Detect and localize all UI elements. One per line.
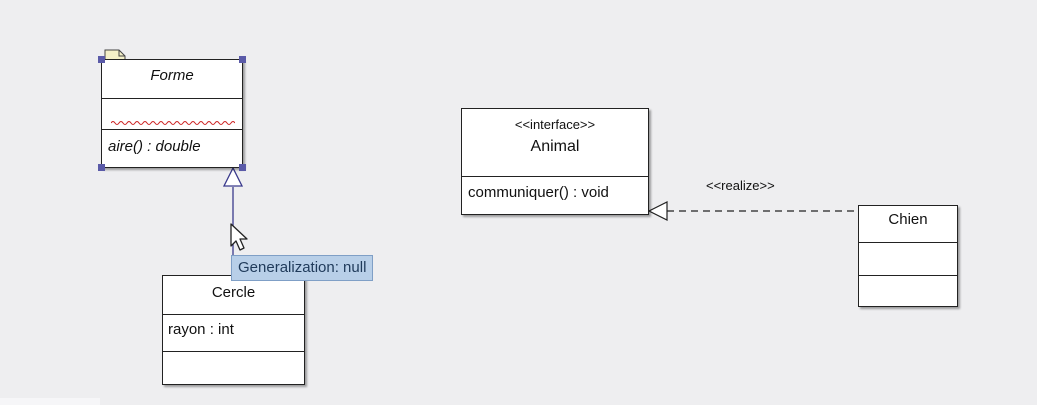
selection-handle-bottom-right[interactable] bbox=[239, 164, 246, 171]
interface-animal[interactable]: <<interface>> Animal communiquer() : voi… bbox=[461, 108, 649, 215]
attributes-compartment[interactable] bbox=[102, 98, 242, 129]
class-chien[interactable]: Chien bbox=[858, 205, 958, 307]
attributes-compartment[interactable] bbox=[859, 242, 957, 275]
name-compartment: <<interface>> Animal bbox=[462, 109, 648, 176]
realization-label: <<realize>> bbox=[706, 178, 775, 193]
attribute: rayon : int bbox=[168, 321, 234, 338]
stereotype-label: <<interface>> bbox=[514, 117, 596, 132]
selection-handle-top-right[interactable] bbox=[239, 56, 246, 63]
operation: aire() : double bbox=[108, 138, 201, 155]
operation: communiquer() : void bbox=[468, 184, 609, 201]
selection-handle-top-left[interactable] bbox=[98, 56, 105, 63]
operations-compartment[interactable]: communiquer() : void bbox=[462, 176, 648, 214]
class-name: Animal bbox=[530, 138, 580, 155]
operations-compartment[interactable] bbox=[859, 275, 957, 306]
class-name: Cercle bbox=[211, 284, 256, 301]
error-underline bbox=[111, 121, 235, 125]
class-name: Forme bbox=[150, 67, 194, 84]
canvas-edge bbox=[0, 398, 100, 405]
class-forme[interactable]: Forme aire() : double bbox=[98, 56, 246, 171]
class-cercle[interactable]: Cercle rayon : int bbox=[162, 275, 305, 385]
operations-compartment[interactable]: aire() : double bbox=[102, 129, 242, 167]
class-name: Chien bbox=[888, 211, 928, 228]
realization-arrowhead bbox=[647, 201, 668, 221]
selection-handle-bottom-left[interactable] bbox=[98, 164, 105, 171]
generalization-arrowhead bbox=[222, 166, 244, 187]
operations-compartment[interactable] bbox=[163, 351, 304, 384]
attributes-compartment[interactable]: rayon : int bbox=[163, 314, 304, 351]
mouse-pointer-icon bbox=[230, 223, 248, 251]
generalization-tooltip: Generalization: null bbox=[231, 255, 374, 281]
